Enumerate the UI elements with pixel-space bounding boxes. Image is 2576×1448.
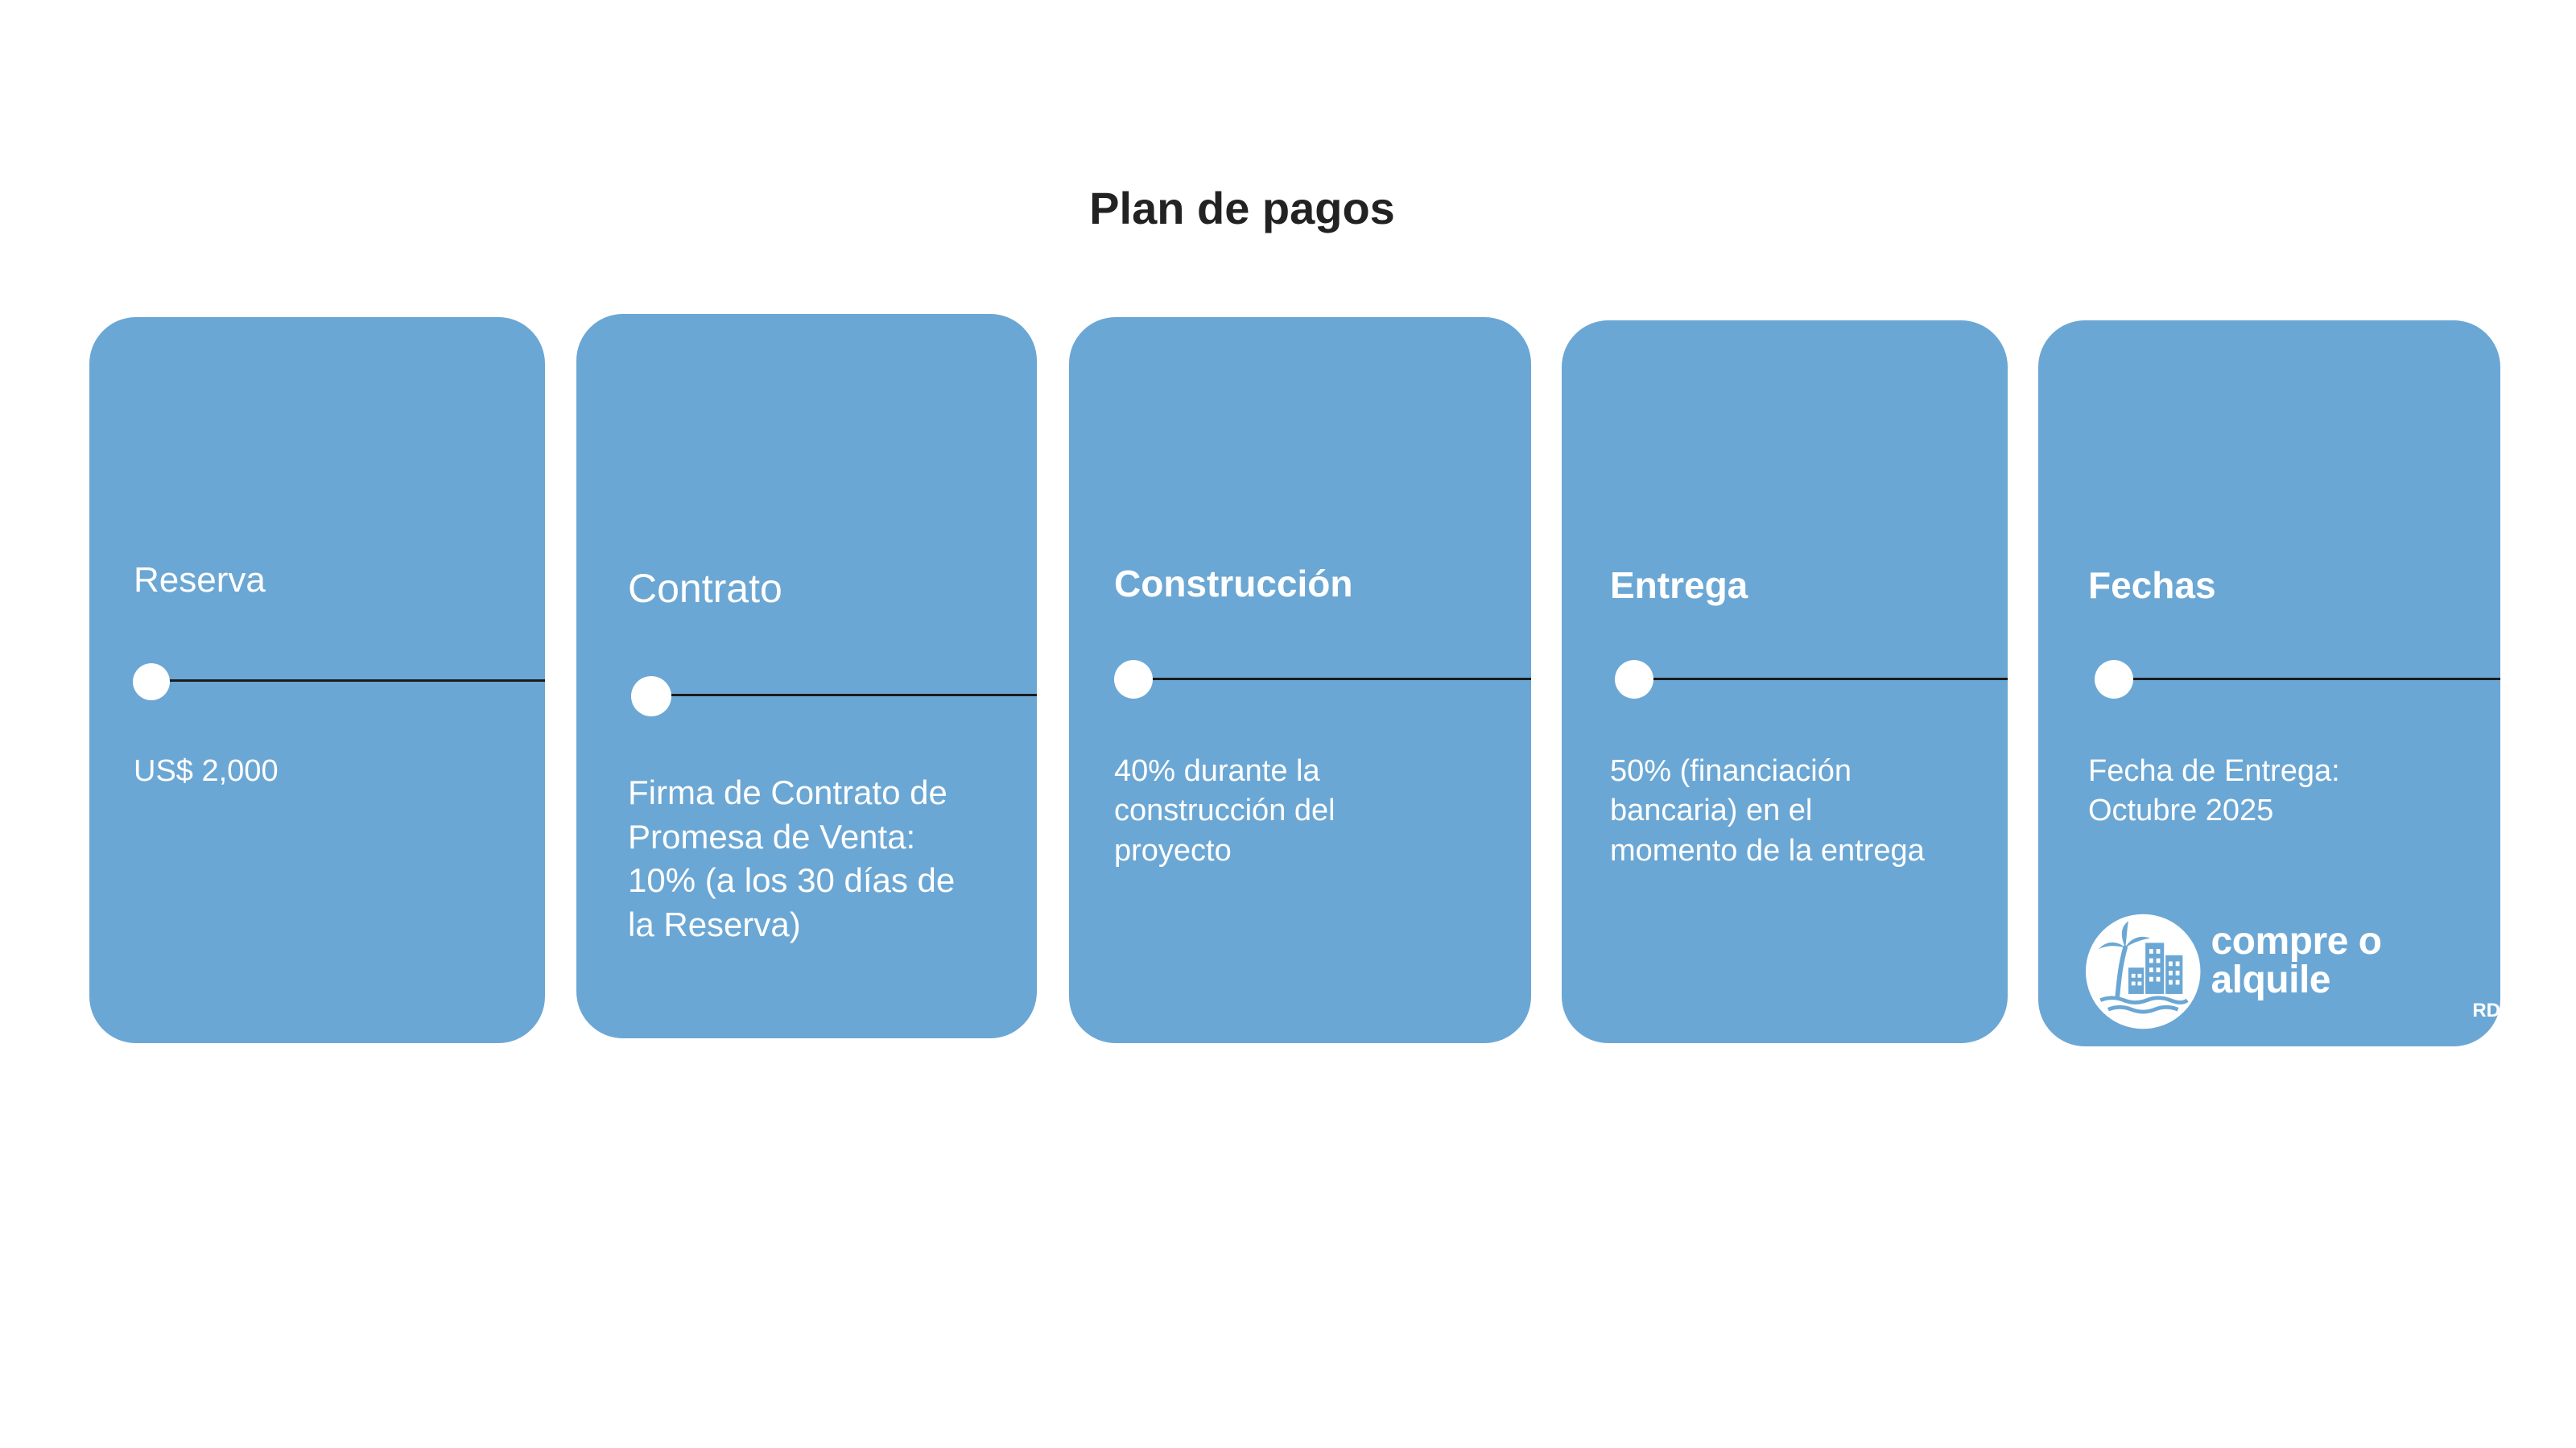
- timeline-dot: [133, 663, 170, 700]
- card-title: Construcción: [1114, 563, 1353, 604]
- card-contrato: Contrato Firma de Contrato de Promesa de…: [576, 314, 1037, 1038]
- card-text: US$ 2,000: [134, 754, 279, 788]
- card-title: Reserva: [134, 560, 266, 600]
- timeline-line: [1618, 678, 2008, 680]
- card-reserva: Reserva US$ 2,000: [89, 317, 545, 1043]
- city-palm-logo-icon: [2085, 914, 2201, 1029]
- timeline-dot: [631, 676, 671, 716]
- card-text: 50% (financiación bancaria) en el moment…: [1610, 754, 1925, 868]
- timeline-line: [641, 694, 1037, 696]
- timeline-dot: [1114, 660, 1153, 699]
- page-title: Plan de pagos: [1089, 183, 1395, 233]
- card-title: Entrega: [1610, 564, 1748, 606]
- card-fechas: Fechas Fecha de Entrega: Octubre 2025: [2038, 320, 2500, 1046]
- timeline-line: [2103, 678, 2500, 680]
- logo-sub: RD: [2472, 1000, 2500, 1021]
- timeline-line: [146, 679, 545, 682]
- timeline-dot: [2095, 660, 2133, 699]
- card-construccion: Construcción 40% durante la construcción…: [1069, 317, 1531, 1043]
- card-entrega: Entrega 50% (financiación bancaria) en e…: [1562, 320, 2008, 1043]
- card-text: Firma de Contrato de Promesa de Venta: 1…: [628, 774, 956, 943]
- card-text: 40% durante la construcción del proyecto: [1114, 754, 1335, 868]
- card-title: Contrato: [628, 566, 782, 611]
- timeline-dot: [1615, 660, 1653, 699]
- card-title: Fechas: [2088, 564, 2216, 606]
- timeline-line: [1125, 678, 1531, 680]
- brand-logo: compre o alquile RD: [2085, 911, 2500, 1032]
- logo-name: compre o alquile: [2211, 920, 2382, 1001]
- card-text: Fecha de Entrega: Octubre 2025: [2088, 754, 2340, 828]
